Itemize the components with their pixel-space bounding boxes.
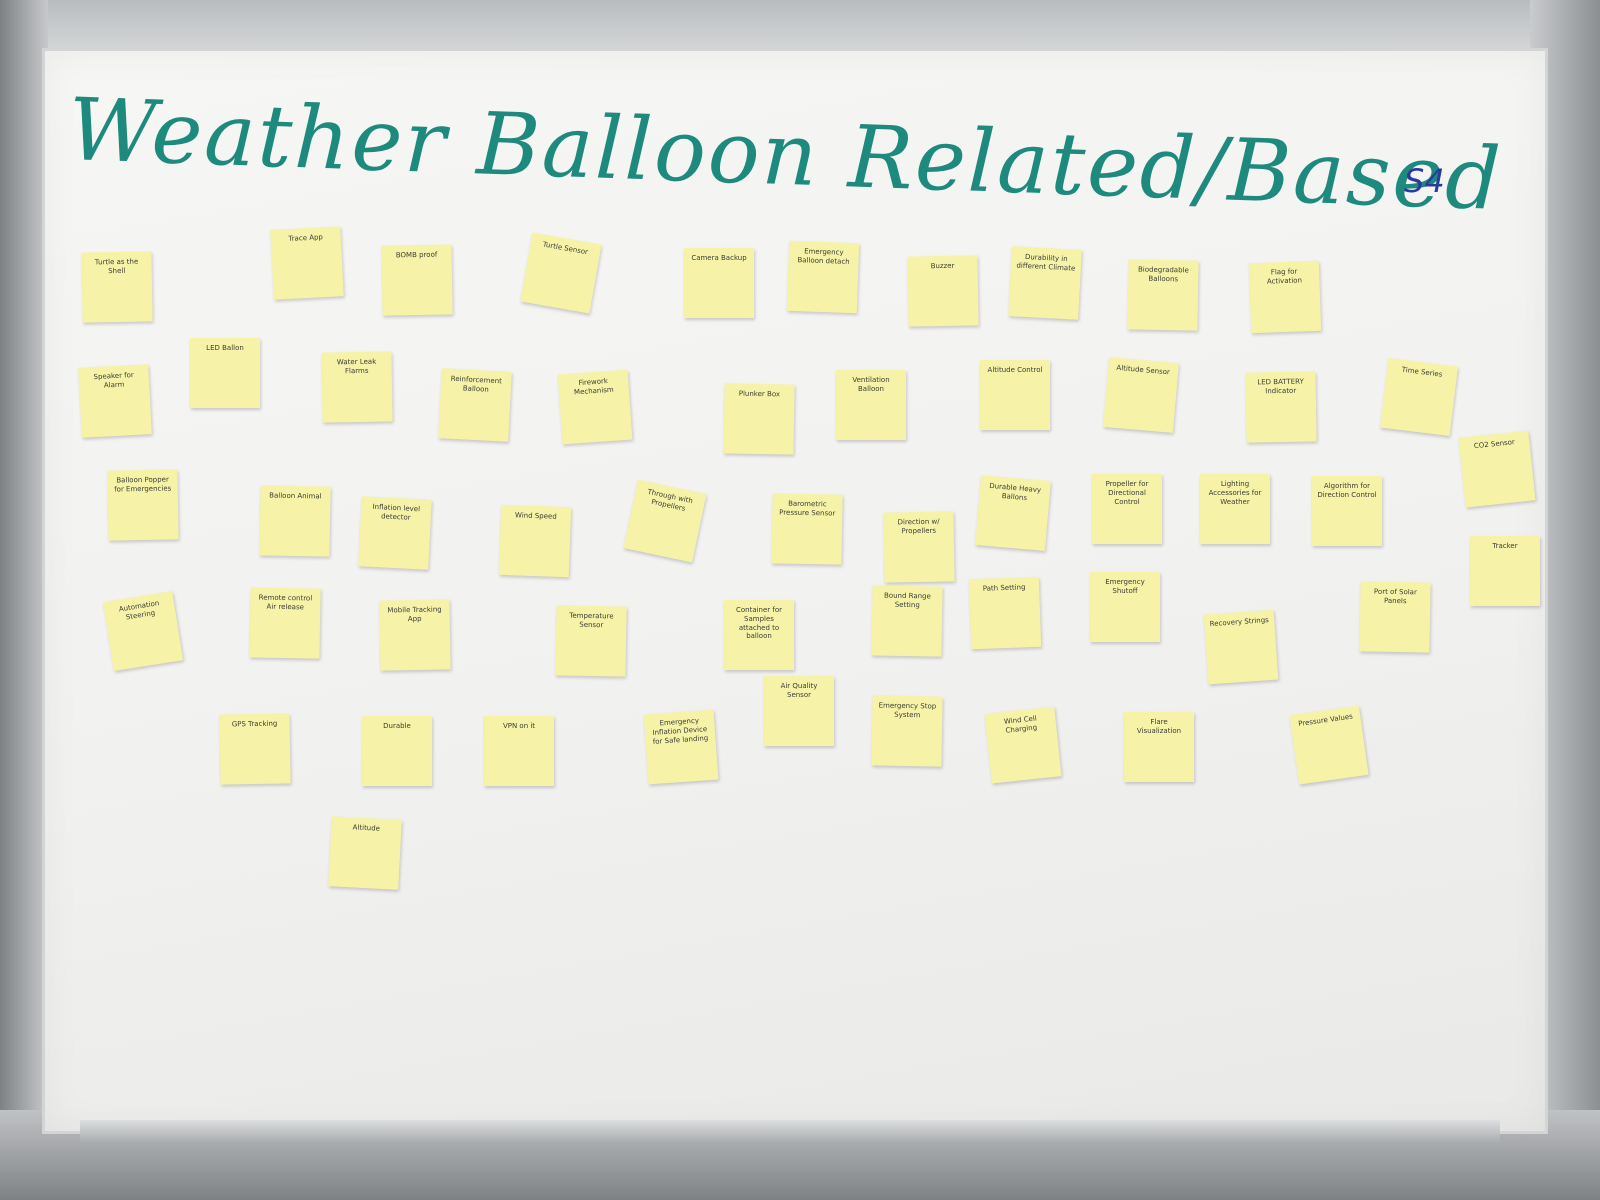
sticky-note: VPN on it [484,716,554,786]
sticky-note: Reinforcement Balloon [438,368,512,442]
section-tag: S4 [1404,162,1445,200]
sticky-note: Turtle as the Shell [81,251,153,323]
sticky-note: Algorithm for Direction Control [1312,476,1382,546]
sticky-note: Inflation level detector [358,496,432,570]
sticky-note: LED BATTERY Indicator [1245,371,1317,443]
sticky-note: Altitude Control [980,360,1050,430]
sticky-note: Durable [362,716,432,786]
sticky-note: Altitude [328,816,402,890]
sticky-note: Water Leak Flarms [321,351,393,423]
sticky-note: Durability in different Climate [1008,246,1082,320]
sticky-note: Firework Mechanism [557,369,633,445]
sticky-note: Emergency Balloon detach [786,240,860,314]
sticky-note: Through with Propellers [623,479,707,563]
sticky-note: Air Quality Sensor [764,676,834,746]
sticky-note: Temperature Sensor [555,605,627,677]
sticky-note: Trace App [270,226,344,300]
sticky-note: Ventilation Balloon [836,370,906,440]
sticky-note: Altitude Sensor [1103,357,1179,433]
sticky-note: Biodegradable Balloons [1127,259,1199,331]
sticky-note: Balloon Popper for Emergencies [107,469,179,541]
sticky-note: Remote control Air release [249,587,321,659]
sticky-note: Flare Visualization [1124,712,1194,782]
sticky-note: Time Series [1379,357,1459,437]
sticky-note: Buzzer [907,255,979,327]
sticky-note: Propeller for Directional Control [1092,474,1162,544]
sticky-note: Automation Steering [102,590,184,672]
marker-tray [80,1120,1500,1144]
sticky-note: BOMB proof [381,244,453,316]
sticky-note: Port of Solar Panels [1359,581,1431,653]
sticky-note: Pressure Values [1289,705,1369,785]
sticky-note: Emergency Stop System [871,695,943,767]
sticky-note: Turtle Sensor [520,232,602,314]
sticky-note: Flag for Activation [1248,260,1322,334]
sticky-note: Camera Backup [684,248,754,318]
sticky-note: Container for Samples attached to balloo… [724,600,794,670]
sticky-note: Wind Cell Charging [984,706,1062,784]
sticky-note: Emergency Shutoff [1090,572,1160,642]
sticky-note: Plunker Box [723,383,795,455]
sticky-note: Lighting Accessories for Weather [1200,474,1270,544]
sticky-note: Tracker [1470,536,1540,606]
sticky-note: Recovery Strings [1203,609,1279,685]
sticky-note: Durable Heavy Ballons [975,475,1051,551]
sticky-note: Wind Speed [498,504,572,578]
sticky-note: Path Setting [968,576,1042,650]
board-frame-left [0,0,48,1200]
sticky-note: Emergency Inflation Device for Safe land… [643,709,719,785]
sticky-note: CO2 Sensor [1458,430,1536,508]
sticky-note: Direction w/ Propellers [883,511,955,583]
sticky-note: Bound Range Setting [871,585,943,657]
sticky-note: Mobile Tracking App [379,599,451,671]
sticky-note: GPS Tracking [219,713,291,785]
sticky-note: Barometric Pressure Sensor [771,493,843,565]
sticky-note: Balloon Animal [259,485,331,557]
sticky-note: Speaker for Alarm [78,364,152,438]
sticky-note: LED Ballon [190,338,260,408]
